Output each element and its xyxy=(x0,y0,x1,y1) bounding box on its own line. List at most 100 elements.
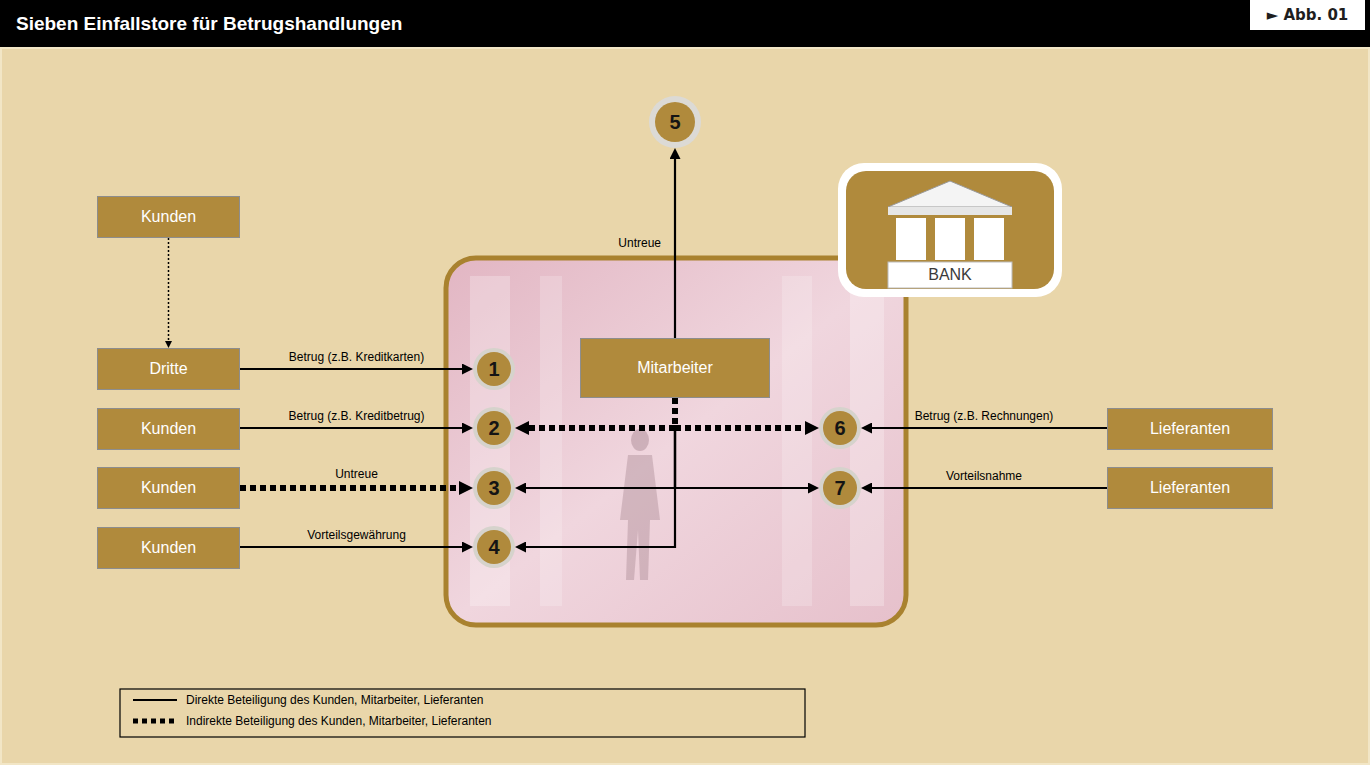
edge-label-patch: Untreue xyxy=(616,236,663,250)
callout-circle: 6 xyxy=(819,407,861,449)
node-text: 5 xyxy=(669,112,680,132)
bank-frame xyxy=(838,163,1062,297)
callout-circle: 5 xyxy=(649,96,701,148)
party-box: Kunden xyxy=(97,196,240,238)
party-box: Kunden xyxy=(97,467,240,509)
callout-circle: 7 xyxy=(819,467,861,509)
edge-label-patch: Betrug (z.B. Kreditbetrug) xyxy=(286,409,426,423)
circle-fill xyxy=(655,102,695,142)
indirect-arrow xyxy=(240,485,459,491)
circle-ring xyxy=(473,407,515,449)
circle-ring xyxy=(473,526,515,568)
legend-frame xyxy=(120,689,805,737)
direct-arrow xyxy=(240,368,462,370)
direct-arrow xyxy=(674,159,676,338)
legend-line xyxy=(133,699,177,701)
callout-circle: 1 xyxy=(473,348,515,390)
edge-label-patch: Vorteilsgewährung xyxy=(305,528,408,542)
direct-arrow xyxy=(872,487,1107,489)
legend-sample xyxy=(132,694,178,706)
legend-text: Indirekte Beteiligung des Kunden, Mitarb… xyxy=(186,714,492,728)
node-text: Mitarbeiter xyxy=(637,359,713,377)
circle-fill xyxy=(823,471,857,505)
circle-fill xyxy=(477,352,511,386)
indirect-arrow xyxy=(168,238,170,341)
callout-circle: 2 xyxy=(473,407,515,449)
node-text: 7 xyxy=(834,478,845,498)
circle-ring xyxy=(819,467,861,509)
circle-ring xyxy=(473,348,515,390)
bank-base xyxy=(888,262,1012,288)
supplier-box: Lieferanten xyxy=(1107,408,1273,450)
node-text: 3 xyxy=(488,478,499,498)
party-box: Dritte xyxy=(97,348,240,390)
bank-column xyxy=(896,218,926,260)
illustration-pillar xyxy=(540,276,562,606)
figure-tab xyxy=(1250,0,1365,30)
party-box: Kunden xyxy=(97,527,240,569)
direct-arrow xyxy=(240,546,462,548)
callout-circle: 3 xyxy=(473,467,515,509)
callout-circle: 4 xyxy=(473,526,515,568)
circle-ring xyxy=(819,407,861,449)
node-text: 4 xyxy=(488,537,499,557)
direct-arrow xyxy=(872,427,1107,429)
edge-label-patch: Betrug (z.B. Rechnungen) xyxy=(913,409,1056,423)
node-text: Kunden xyxy=(141,420,196,438)
indirect-arrow xyxy=(675,398,805,428)
node-text: Lieferanten xyxy=(1150,479,1230,497)
title-bar-text: Sieben Einfallstore für Betrugshandlunge… xyxy=(16,0,402,47)
node-text: 6 xyxy=(834,418,845,438)
circle-fill xyxy=(477,411,511,445)
node-text: BANK xyxy=(928,266,972,284)
bank-roof xyxy=(888,181,1012,207)
legend-entry: Indirekte Beteiligung des Kunden, Mitarb… xyxy=(132,713,492,729)
header-bar xyxy=(0,0,1370,47)
page-frame xyxy=(1,48,1369,764)
figure-number-tab: ► Abb. 01 xyxy=(1250,0,1365,30)
figure-number: ► Abb. 01 xyxy=(1267,6,1349,24)
edge-label: Untreue xyxy=(335,467,378,481)
edge-label-patch: Untreue xyxy=(333,467,380,481)
direct-arrow xyxy=(526,398,675,547)
node-text: 2 xyxy=(488,418,499,438)
employee-box: Mitarbeiter xyxy=(580,338,770,398)
edge-label: Untreue xyxy=(618,236,661,250)
illustration-figure xyxy=(631,429,649,451)
edge-label: Vorteilsnahme xyxy=(946,469,1022,483)
edge-label-patch: Vorteilsnahme xyxy=(944,469,1024,483)
circle-fill xyxy=(477,530,511,564)
node-text: Kunden xyxy=(141,539,196,557)
edge-label-patch: Betrug (z.B. Kreditkarten) xyxy=(287,350,426,364)
node-text: 1 xyxy=(488,359,499,379)
edge-label: Vorteilsgewährung xyxy=(307,528,406,542)
party-box: Kunden xyxy=(97,408,240,450)
direct-arrow xyxy=(675,398,808,488)
bank-column xyxy=(974,218,1004,260)
supplier-box: Lieferanten xyxy=(1107,467,1273,509)
legend-entry: Direkte Beteiligung des Kunden, Mitarbei… xyxy=(132,692,484,708)
direct-arrow xyxy=(240,427,462,429)
direct-arrow xyxy=(526,398,675,488)
connector-group xyxy=(169,159,1108,547)
bank-panel xyxy=(846,171,1054,289)
figure-title: Sieben Einfallstore für Betrugshandlunge… xyxy=(16,13,402,34)
bank-icon: BANK xyxy=(838,163,1062,297)
circle-ring xyxy=(649,96,701,148)
circle-ring xyxy=(473,467,515,509)
edge-label: Betrug (z.B. Kreditbetrug) xyxy=(288,409,424,423)
illustration-pillar xyxy=(782,276,812,606)
node-text: Kunden xyxy=(141,479,196,497)
node-text: Lieferanten xyxy=(1150,420,1230,438)
bank-column xyxy=(935,218,965,260)
illustration-figure xyxy=(620,455,660,580)
legend-text: Direkte Beteiligung des Kunden, Mitarbei… xyxy=(186,693,484,707)
bank-beam xyxy=(888,207,1012,215)
edge-label: Betrug (z.B. Kreditkarten) xyxy=(289,350,424,364)
indirect-arrow xyxy=(529,398,675,428)
circle-fill xyxy=(823,411,857,445)
node-text: Kunden xyxy=(141,208,196,226)
legend-sample xyxy=(132,715,178,727)
